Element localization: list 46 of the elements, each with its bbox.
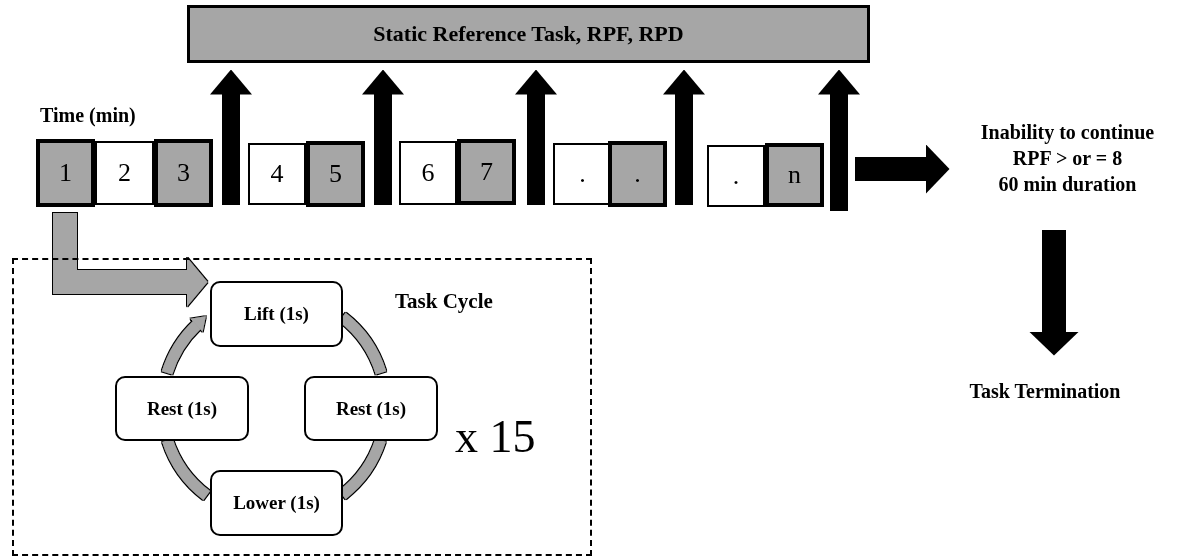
minute-cell [457, 139, 516, 205]
minute-number: 5 [329, 159, 342, 189]
minute-number: 6 [421, 158, 435, 188]
phase-label: Lower (1s) [233, 492, 320, 514]
criteria-line: 60 min duration [998, 172, 1137, 197]
minute-number: . [579, 159, 586, 189]
axis-caption: Time (min) [40, 104, 136, 127]
minute-number: n [788, 160, 801, 190]
minute-cell [306, 141, 365, 207]
minute-number: 4 [270, 159, 284, 189]
minute-cell [765, 143, 824, 207]
minute-cell [399, 141, 457, 205]
block-arrow [855, 144, 950, 194]
minute-number: . [634, 159, 641, 189]
box-label: Task Termination [969, 379, 1121, 404]
block-arrow [1029, 230, 1079, 356]
reference-task-box [187, 5, 870, 63]
minute-cell [95, 141, 154, 205]
block-arrow [362, 69, 404, 205]
block-arrow [663, 69, 705, 205]
minute-cell [248, 143, 306, 205]
repeat-count: x 15 [455, 410, 536, 463]
minute-number: 1 [59, 158, 72, 188]
minute-cell [36, 139, 95, 207]
minute-number: 7 [480, 157, 493, 187]
criteria-line: RPF > or = 8 [1012, 146, 1123, 171]
minute-number: 3 [177, 158, 190, 188]
minute-cell [154, 139, 213, 207]
criteria-line: Inability to continue [980, 120, 1155, 145]
phase-box [210, 470, 343, 536]
phase-label: Lift (1s) [244, 303, 309, 325]
phase-box [115, 376, 249, 441]
block-arrow [210, 69, 252, 205]
block-arrow [515, 69, 557, 205]
minute-number: 2 [118, 158, 131, 188]
phase-label: Rest (1s) [335, 397, 407, 420]
phase-label: Rest (1s) [146, 397, 218, 420]
task-cycle-panel [12, 258, 592, 556]
box-label: Static Reference Task, RPF, RPD [373, 21, 684, 47]
minute-number: . [732, 161, 740, 191]
phase-box [304, 376, 438, 441]
block-arrow [818, 69, 860, 211]
minute-cell [608, 141, 667, 207]
panel-heading: Task Cycle [395, 289, 493, 314]
minute-cell [707, 145, 765, 207]
phase-box [210, 281, 343, 347]
